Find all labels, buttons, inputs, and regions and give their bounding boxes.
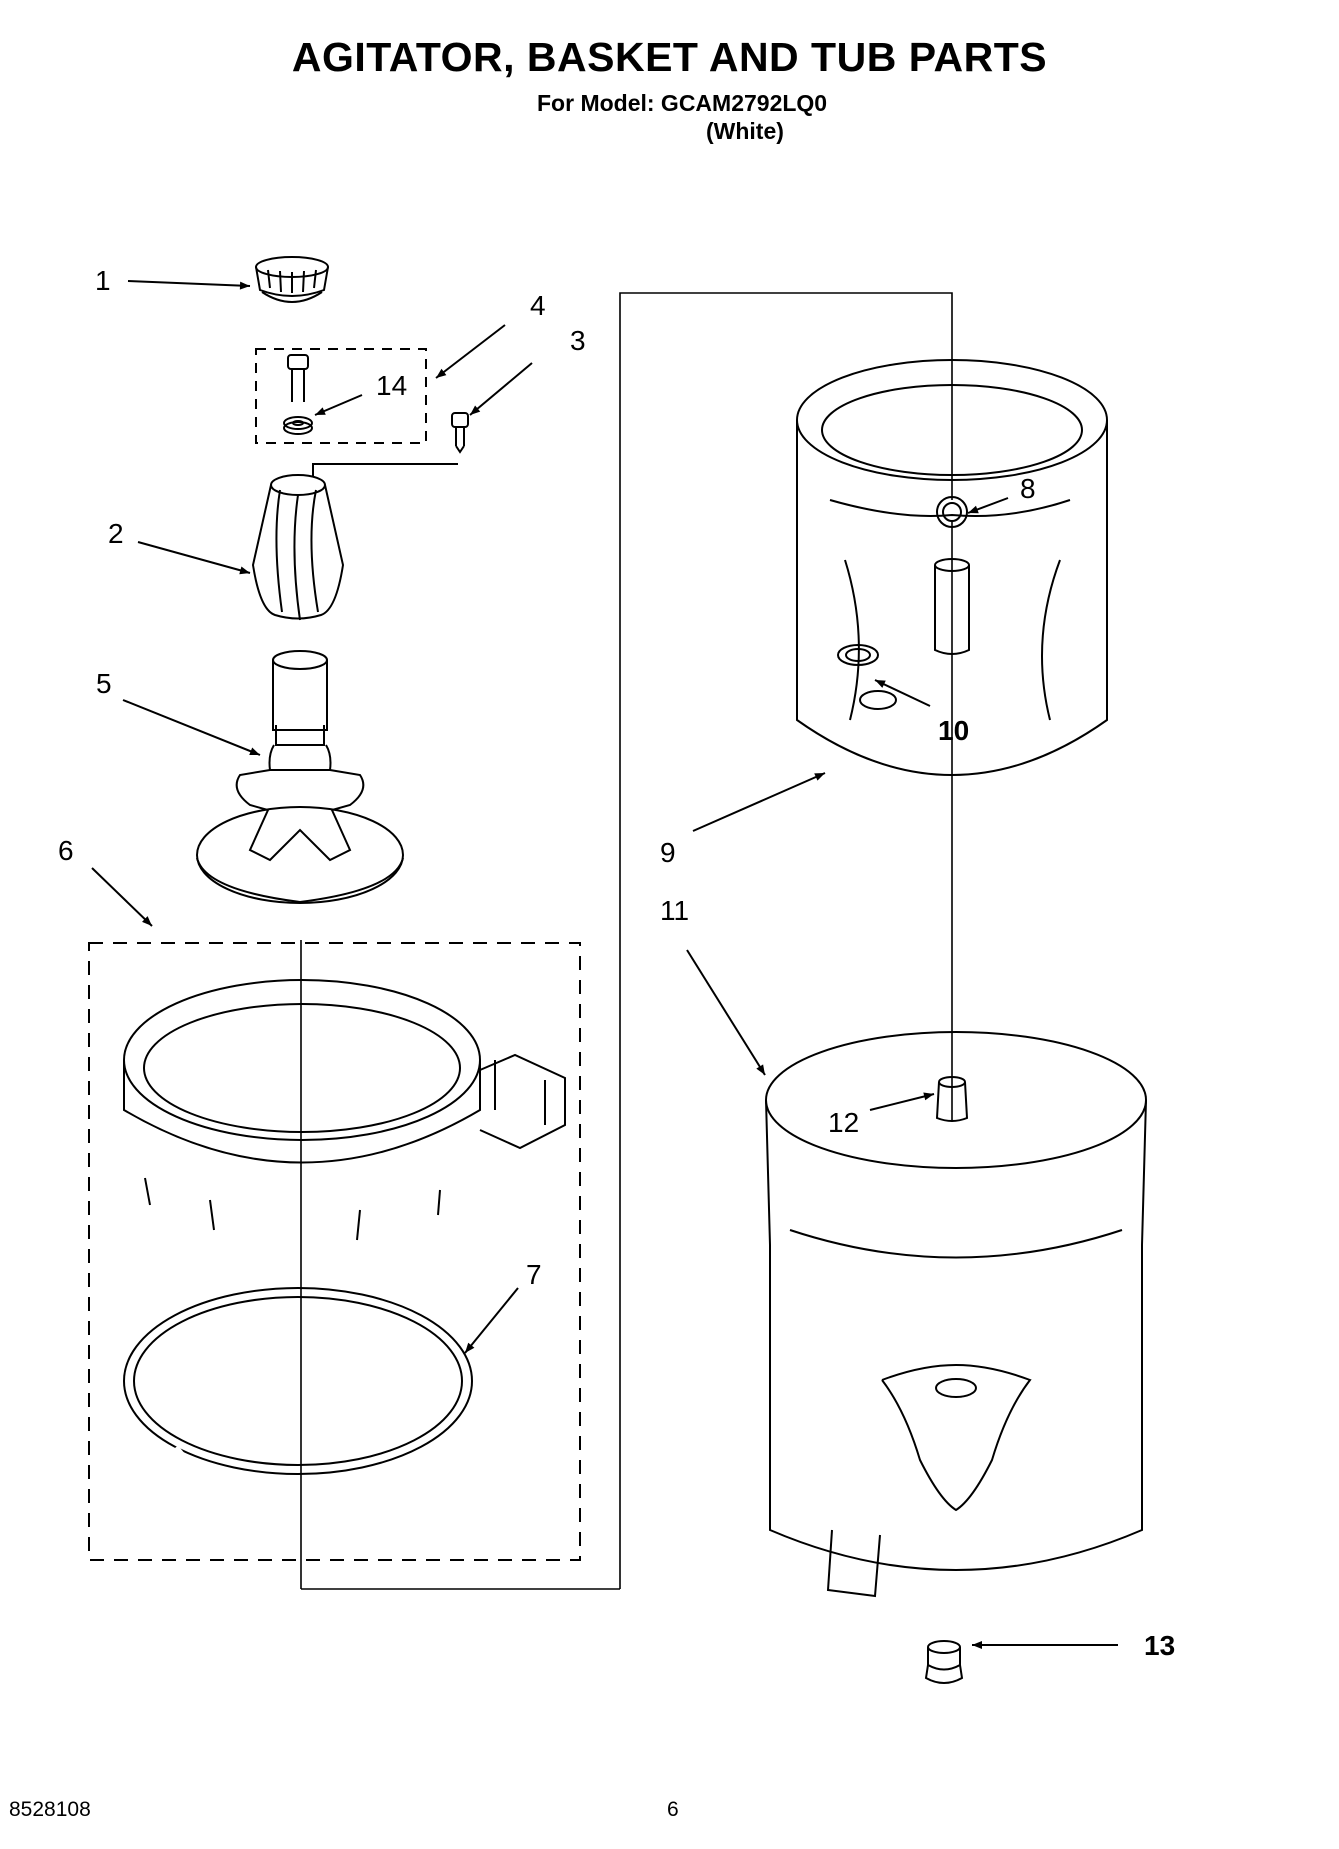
callout-12: 12: [828, 1107, 859, 1138]
page-title: AGITATOR, BASKET AND TUB PARTS: [291, 34, 1048, 80]
callout-2: 2: [108, 518, 124, 549]
callout-3: 3: [570, 325, 586, 356]
snap-ring: [123, 1287, 473, 1475]
leader-arrow-9: [692, 772, 826, 832]
callout-6: 6: [58, 835, 74, 866]
callout-5: 5: [96, 668, 112, 699]
wash-basket: [796, 359, 1108, 776]
leader-arrow-1: [127, 280, 251, 290]
leader-arrow-12: [869, 1092, 935, 1111]
agitator-barrel: [251, 474, 345, 621]
small-screw: [451, 412, 469, 454]
balance-ring-assembly: [123, 979, 566, 1241]
model-line: For Model: GCAM2792LQ0: [537, 90, 828, 116]
leader-arrow-5: [122, 699, 261, 756]
callout-13: 13: [1144, 1630, 1175, 1661]
page-number: 6: [667, 1798, 679, 1821]
callout-1: 1: [95, 265, 111, 296]
leader-arrow-14: [314, 394, 363, 416]
basket-plug: [845, 648, 871, 662]
part-4-kit-box: [255, 348, 427, 444]
callout-4: 4: [530, 290, 546, 321]
leader-arrow-7: [464, 1287, 519, 1354]
left-bracket-line: [619, 292, 953, 1589]
small-retainer: [936, 496, 968, 528]
color-line: (White): [706, 118, 784, 144]
leader-arrow-6: [91, 867, 153, 927]
callout-7: 7: [526, 1259, 542, 1290]
document-number: 8528108: [9, 1798, 91, 1821]
part-6-kit-box: [88, 942, 581, 1561]
leader-arrow-4: [435, 324, 506, 379]
leader-arrow-10: [874, 679, 931, 707]
outer-tub: [765, 1031, 1147, 1598]
callout-9: 9: [660, 837, 676, 868]
tub-bearing: [935, 1076, 969, 1122]
leader-arrow-8: [967, 497, 1009, 514]
leader-arrow-11: [686, 949, 766, 1076]
drain-grommet: [924, 1640, 964, 1684]
screw-connector-line: [312, 463, 458, 476]
callout-8: 8: [1020, 473, 1036, 504]
agitator-base: [196, 650, 404, 904]
bolt-and-washer: [283, 354, 313, 435]
callout-10: 10: [938, 715, 969, 746]
leader-arrow-3: [469, 362, 533, 416]
leader-arrow-2: [137, 541, 251, 575]
agitator-cap: [255, 256, 329, 303]
callout-11: 11: [660, 895, 689, 926]
callout-14: 14: [376, 370, 407, 401]
